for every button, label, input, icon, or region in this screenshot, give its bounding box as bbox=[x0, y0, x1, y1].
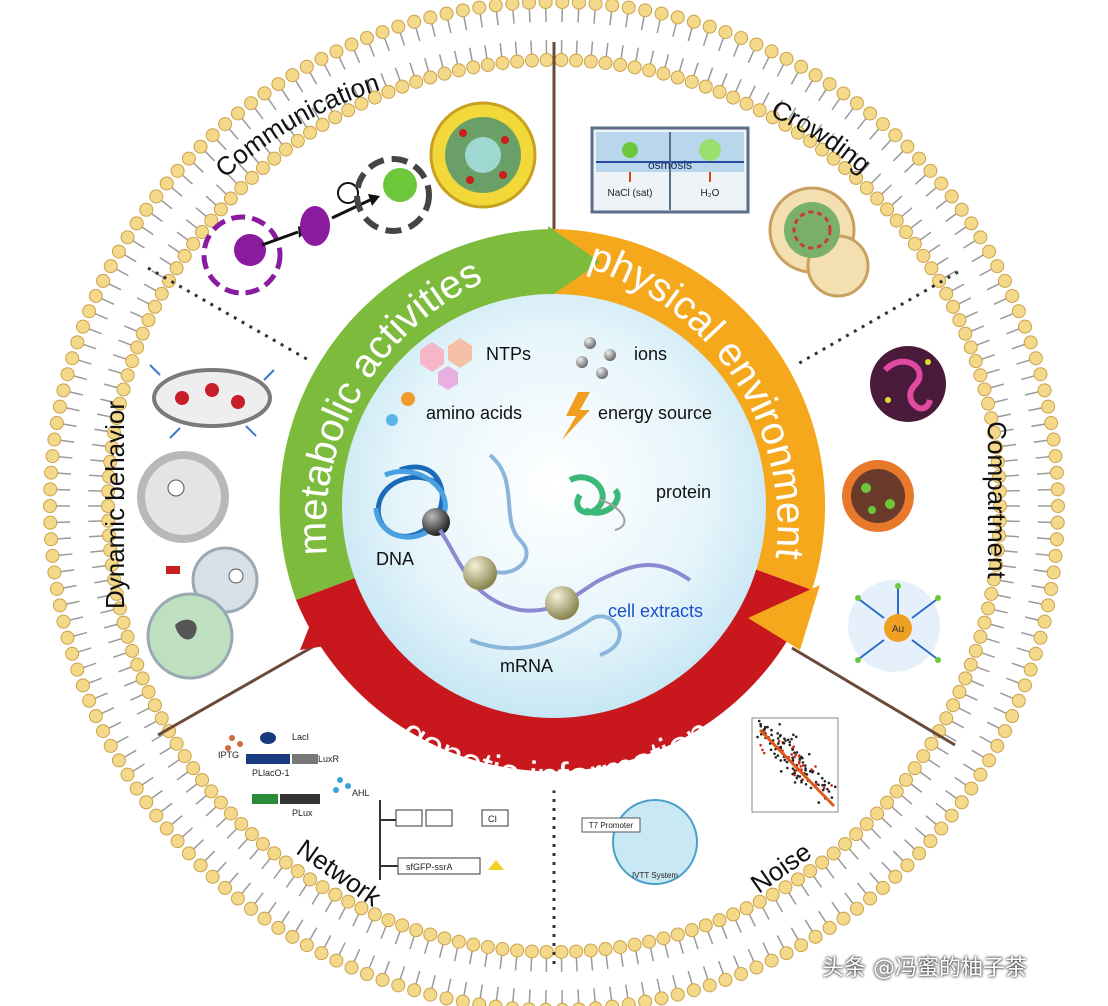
energy-source-label: energy source bbox=[598, 403, 712, 423]
sfgfp-label: sfGFP-ssrA bbox=[406, 862, 453, 872]
mrna-label: mRNA bbox=[500, 656, 553, 676]
nacl-label: NaCl (sat) bbox=[607, 188, 652, 199]
ci-label: CI bbox=[488, 814, 497, 824]
au-label: Au bbox=[892, 624, 904, 635]
metabolic-segment bbox=[279, 229, 554, 600]
dna-label: DNA bbox=[376, 549, 414, 569]
protein-icon bbox=[568, 474, 626, 531]
central-ring bbox=[279, 226, 826, 772]
ribosome-1 bbox=[463, 556, 497, 590]
plux-label: PLux bbox=[292, 808, 313, 818]
rna-strand-1 bbox=[488, 453, 529, 575]
compartment-illustration: Au bbox=[842, 346, 946, 672]
watermark: 头条 @冯蜜的柚子茶 bbox=[822, 956, 1027, 981]
ivtt-label: IVTT System bbox=[632, 871, 678, 880]
network-illustration: IPTG LacI PLlacO-1 LuxR AHL PLux CI sfGF… bbox=[218, 732, 509, 880]
ribosome-2 bbox=[545, 586, 579, 620]
cell-extracts-label: cell extracts bbox=[608, 601, 703, 621]
protein-label: protein bbox=[656, 482, 711, 502]
osmosis-label: osmosis bbox=[648, 158, 692, 172]
mrna-strand bbox=[469, 614, 622, 657]
dynamic-behavior-label: Dynamic behavior bbox=[100, 401, 130, 609]
amino-acids-icon bbox=[386, 392, 415, 426]
iptg-label: IPTG bbox=[218, 750, 239, 760]
luxr-label: LuxR bbox=[318, 754, 340, 764]
ahl-label: AHL bbox=[352, 788, 370, 798]
genetic-segment bbox=[296, 568, 812, 772]
center-disk bbox=[342, 294, 766, 718]
lipid-bilayer-membrane bbox=[43, 0, 1065, 1006]
noise-illustration: T7 Promoter IVTT System bbox=[581, 717, 839, 885]
laci-label: LacI bbox=[292, 732, 309, 742]
communication-illustration bbox=[201, 101, 537, 296]
ions-icon bbox=[576, 337, 616, 379]
water-label: H₂O bbox=[701, 188, 720, 199]
ions-label: ions bbox=[634, 344, 667, 364]
dynamic-behavior-illustration bbox=[137, 364, 275, 680]
ntps-icon bbox=[420, 338, 472, 390]
center-contents: NTPs ions amino acids energy source DNA bbox=[373, 337, 712, 676]
network-label: Network bbox=[292, 833, 388, 913]
crowding-illustration: osmosis NaCl (sat) H₂O bbox=[590, 126, 870, 298]
ntps-label: NTPs bbox=[486, 344, 531, 364]
communication-label: Communication bbox=[209, 67, 382, 183]
sector-dividers bbox=[147, 42, 959, 966]
t7-promoter-label: T7 Promoter bbox=[589, 821, 634, 830]
compartment-label: Compartment bbox=[982, 421, 1012, 579]
lightning-icon bbox=[562, 392, 590, 440]
plac-label: PLlacO-1 bbox=[252, 768, 290, 778]
noise-scatter bbox=[756, 719, 837, 807]
amino-acids-label: amino acids bbox=[426, 403, 522, 423]
